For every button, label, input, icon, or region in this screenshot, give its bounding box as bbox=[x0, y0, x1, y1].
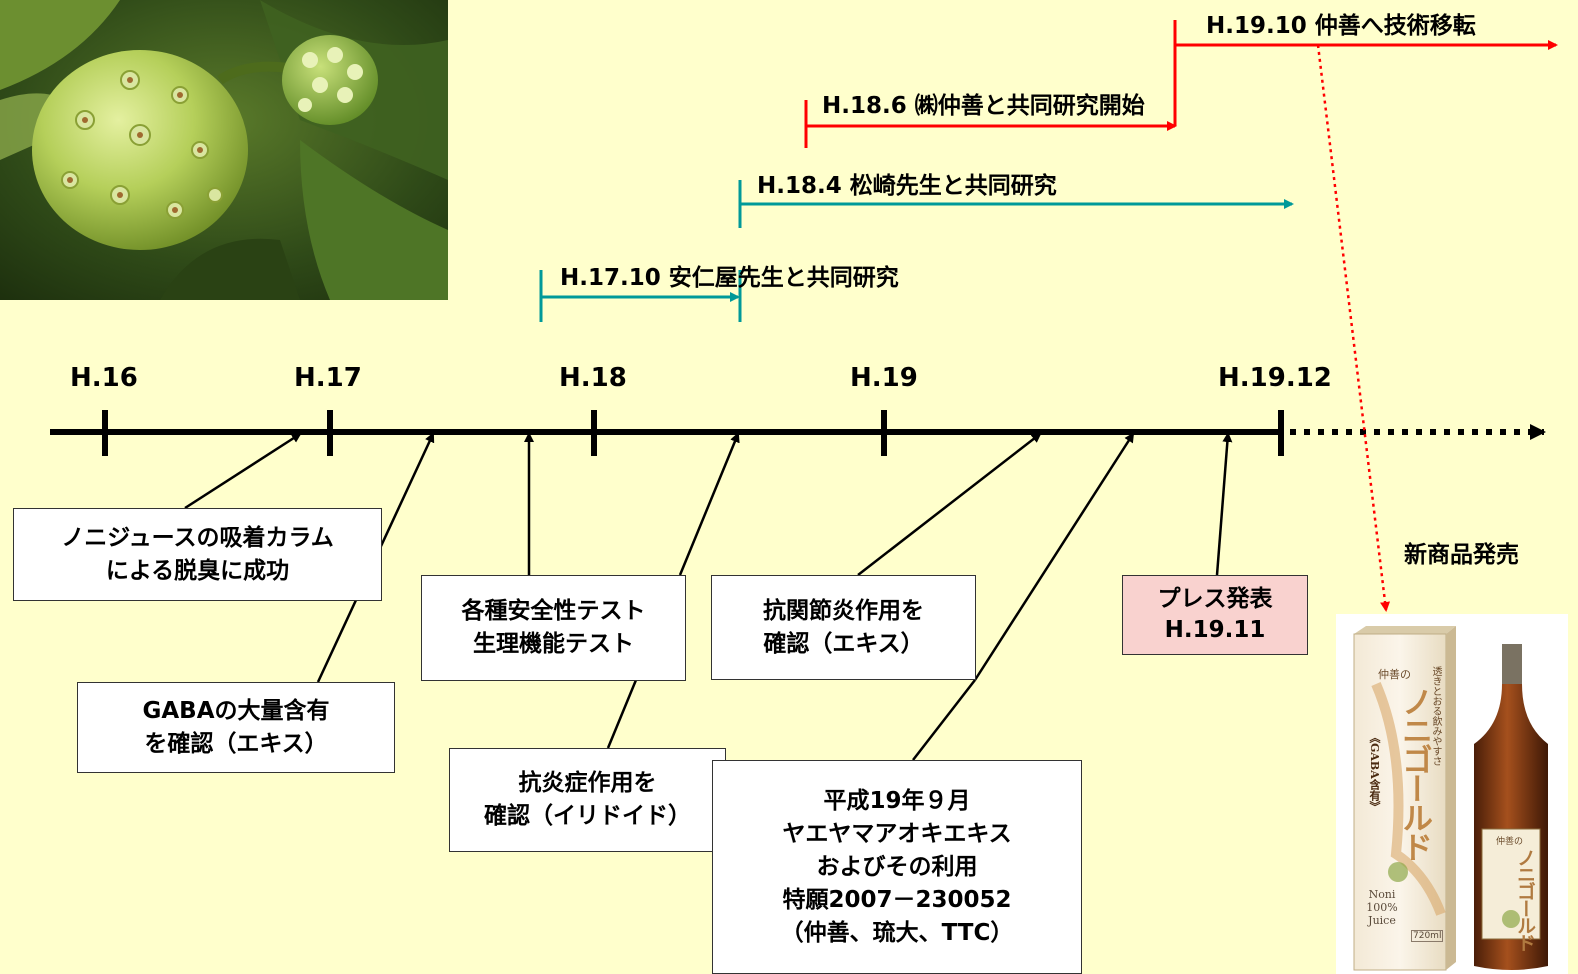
event-line: 特願2007－230052 bbox=[782, 886, 1012, 913]
span-label-tech-transfer: H.19.10 仲善へ技術移転 bbox=[1206, 13, 1476, 39]
span-label-nakazen-joint: H.18.6 ㈱仲善と共同研究開始 bbox=[822, 93, 1145, 119]
event-line: 生理機能テスト bbox=[473, 631, 634, 657]
product-box-sub: 《GABA含有》 bbox=[1368, 732, 1381, 812]
event-line: 各種安全性テスト bbox=[461, 598, 646, 624]
product-volume: 720ml bbox=[1411, 930, 1444, 942]
event-line: プレス発表 bbox=[1157, 586, 1273, 612]
event-box-anti-arthritis: 抗関節炎作用を 確認（エキス） bbox=[711, 575, 976, 680]
product-box-juice: Noni 100% Juice bbox=[1366, 888, 1398, 927]
year-label-h19: H.19 bbox=[850, 363, 918, 393]
product-bottle-name: ノニゴールド bbox=[1514, 848, 1536, 950]
event-box-gaba: GABAの大量含有 を確認（エキス） bbox=[77, 682, 395, 773]
event-line: を確認（エキス） bbox=[144, 730, 328, 757]
year-label-h19-12: H.19.12 bbox=[1218, 363, 1332, 393]
event-line: 抗炎症作用を bbox=[518, 770, 657, 796]
product-box-brand: 仲善の bbox=[1378, 668, 1411, 681]
year-label-h16: H.16 bbox=[70, 363, 138, 393]
event-line: （仲善、琉大、TTC） bbox=[780, 919, 1014, 946]
span-label-matsuzaki: H.18.4 松崎先生と共同研究 bbox=[757, 173, 1057, 199]
tech-transfer-dotted-arrow bbox=[1316, 44, 1391, 612]
event-line: ノニジュースの吸着カラム bbox=[61, 524, 334, 551]
event-line: 抗関節炎作用を bbox=[763, 597, 924, 624]
event-line: 確認（エキス） bbox=[763, 630, 924, 657]
juice-line: Juice bbox=[1368, 914, 1396, 927]
event-line: による脱臭に成功 bbox=[105, 557, 290, 584]
event-box-press-release: プレス発表 H.19.11 bbox=[1122, 575, 1308, 655]
event-box-safety-tests: 各種安全性テスト 生理機能テスト bbox=[421, 575, 686, 681]
event-line: 平成19年９月 bbox=[823, 787, 971, 814]
span-label-aniya: H.17.10 安仁屋先生と共同研究 bbox=[560, 265, 899, 291]
new-product-label: 新商品発売 bbox=[1404, 542, 1519, 568]
juice-line: 100% bbox=[1366, 901, 1398, 914]
event-line: 確認（イリドイド） bbox=[484, 803, 691, 829]
year-label-h18: H.18 bbox=[559, 363, 627, 393]
event-box-patent: 平成19年９月 ヤエヤマアオキエキス およびその利用 特願2007－230052… bbox=[712, 760, 1082, 974]
span-bracket-h17-10 bbox=[539, 270, 742, 322]
product-bottle-brand: 仲善の bbox=[1496, 837, 1524, 847]
event-line: H.19.11 bbox=[1164, 617, 1266, 643]
year-label-h17: H.17 bbox=[294, 363, 362, 393]
event-line: GABAの大量含有 bbox=[142, 697, 330, 724]
span-bracket-h18-4 bbox=[738, 180, 1294, 228]
noni-fruit-photo bbox=[0, 0, 448, 300]
product-photo: 仲善の 透きとおる飲みやすさ ノニゴールド 《GABA含有》 Noni 100%… bbox=[1336, 614, 1568, 974]
juice-line: Noni bbox=[1368, 888, 1396, 901]
event-box-deodorize: ノニジュースの吸着カラム による脱臭に成功 bbox=[13, 508, 382, 601]
noni-fruit-illustration bbox=[0, 0, 448, 300]
product-box-name: ノニゴールド bbox=[1396, 686, 1432, 860]
year-ticks bbox=[102, 410, 1284, 456]
span-bracket-h19-10 bbox=[1173, 20, 1558, 126]
span-bracket-h18-6 bbox=[804, 100, 1177, 148]
product-box-tagline: 透きとおる飲みやすさ bbox=[1430, 666, 1441, 766]
event-line: およびその利用 bbox=[816, 853, 978, 880]
event-line: ヤエヤマアオキエキス bbox=[782, 820, 1012, 847]
event-box-anti-inflammatory: 抗炎症作用を 確認（イリドイド） bbox=[449, 748, 726, 852]
product-illustration bbox=[1336, 614, 1568, 974]
